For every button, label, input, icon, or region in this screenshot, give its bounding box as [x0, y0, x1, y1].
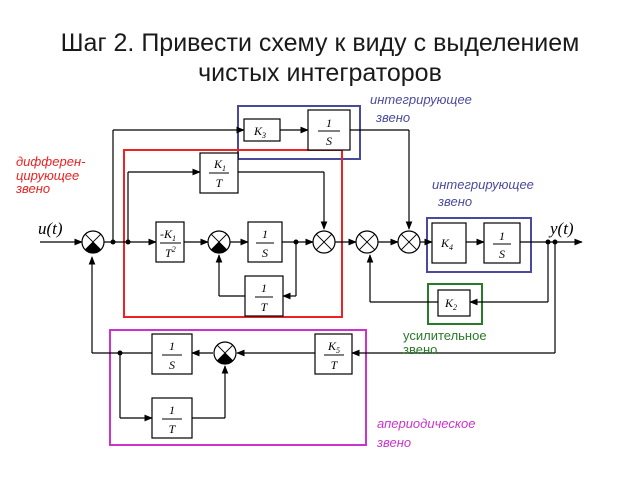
svg-text:1: 1 [499, 229, 505, 243]
block-k5-over-t: K5 T [314, 333, 353, 375]
input-signal-label: u(t) [38, 219, 63, 238]
svg-text:K2: K2 [444, 296, 457, 312]
svg-text:T: T [261, 300, 269, 314]
output-signal-label: y(t) [548, 219, 574, 238]
svg-text:T2: T2 [165, 245, 176, 260]
svg-text:T: T [216, 176, 224, 190]
slide-title: Шаг 2. Привести схему к виду с выделение… [0, 28, 640, 88]
block-neg-k1-over-t2: -K1 T2 [155, 221, 185, 263]
svg-text:1: 1 [169, 339, 175, 353]
svg-text:усилительное: усилительное [403, 328, 487, 343]
block-k2: K2 [437, 289, 471, 317]
svg-text:звено: звено [403, 342, 437, 357]
svg-text:звено: звено [376, 435, 411, 450]
block-k3: K3 [243, 118, 281, 142]
label-aperiodic: апериодическое звено [376, 416, 475, 450]
branch-dot [552, 239, 558, 245]
svg-text:K1: K1 [213, 157, 226, 173]
frame-differentiating [123, 149, 343, 318]
block-integrator-right: 1 S [483, 222, 521, 264]
svg-text:S: S [326, 134, 332, 148]
branch-dot [110, 239, 116, 245]
summing-junction-4 [312, 230, 336, 254]
svg-text:звено: звено [437, 194, 472, 209]
summing-junction-1 [81, 230, 105, 254]
block-one-over-t-inner: 1 T [244, 275, 284, 317]
svg-text:апериодическое: апериодическое [377, 416, 475, 431]
svg-text:1: 1 [169, 403, 175, 417]
svg-text:дифферен-: дифферен- [16, 154, 86, 169]
svg-text:интегрирующее: интегрирующее [432, 177, 534, 192]
svg-text:S: S [499, 247, 505, 261]
block-integrator-inner: 1 S [247, 221, 283, 263]
svg-text:T: T [331, 358, 339, 372]
svg-text:звено: звено [375, 110, 410, 125]
svg-text:1: 1 [262, 227, 268, 241]
block-one-over-t-aperiodic: 1 T [151, 397, 193, 439]
svg-text:-K1: -K1 [160, 227, 176, 243]
summing-junction-3 [213, 341, 237, 365]
block-integrator-aperiodic: 1 S [151, 333, 193, 375]
frame-amplifying [427, 283, 483, 325]
svg-text:1: 1 [261, 281, 267, 295]
svg-text:1: 1 [326, 116, 332, 130]
label-differentiating: дифферен- цирующее звено [15, 154, 86, 196]
frame-aperiodic [109, 329, 367, 446]
block-k1-over-t: K1 T [199, 152, 239, 194]
svg-text:звено: звено [15, 181, 50, 196]
svg-text:K5: K5 [327, 339, 340, 355]
svg-text:T: T [169, 422, 177, 436]
title-line-2: чистых интеграторов [198, 59, 442, 87]
summing-junction-5 [355, 230, 379, 254]
block-integrator-top: 1 S [307, 109, 351, 151]
svg-text:S: S [262, 246, 268, 260]
summing-junction-6 [397, 230, 421, 254]
label-integrating-right: интегрирующее звено [432, 177, 534, 209]
summing-junction-2 [207, 230, 231, 254]
svg-text:K4: K4 [440, 236, 453, 252]
svg-text:цирующее: цирующее [16, 168, 79, 183]
branch-dot [117, 350, 123, 356]
svg-text:интегрирующее: интегрирующее [370, 92, 472, 107]
svg-text:S: S [169, 358, 175, 372]
label-amplifying: усилительное звено [403, 328, 487, 357]
branch-dot [125, 239, 131, 245]
branch-dot [293, 239, 299, 245]
title-line-1: Шаг 2. Привести схему к виду с выделение… [60, 29, 580, 57]
branch-dot [545, 239, 551, 245]
block-k4: K4 [431, 222, 467, 264]
svg-text:K3: K3 [253, 124, 266, 140]
label-integrating-top: интегрирующее звено [370, 92, 472, 125]
